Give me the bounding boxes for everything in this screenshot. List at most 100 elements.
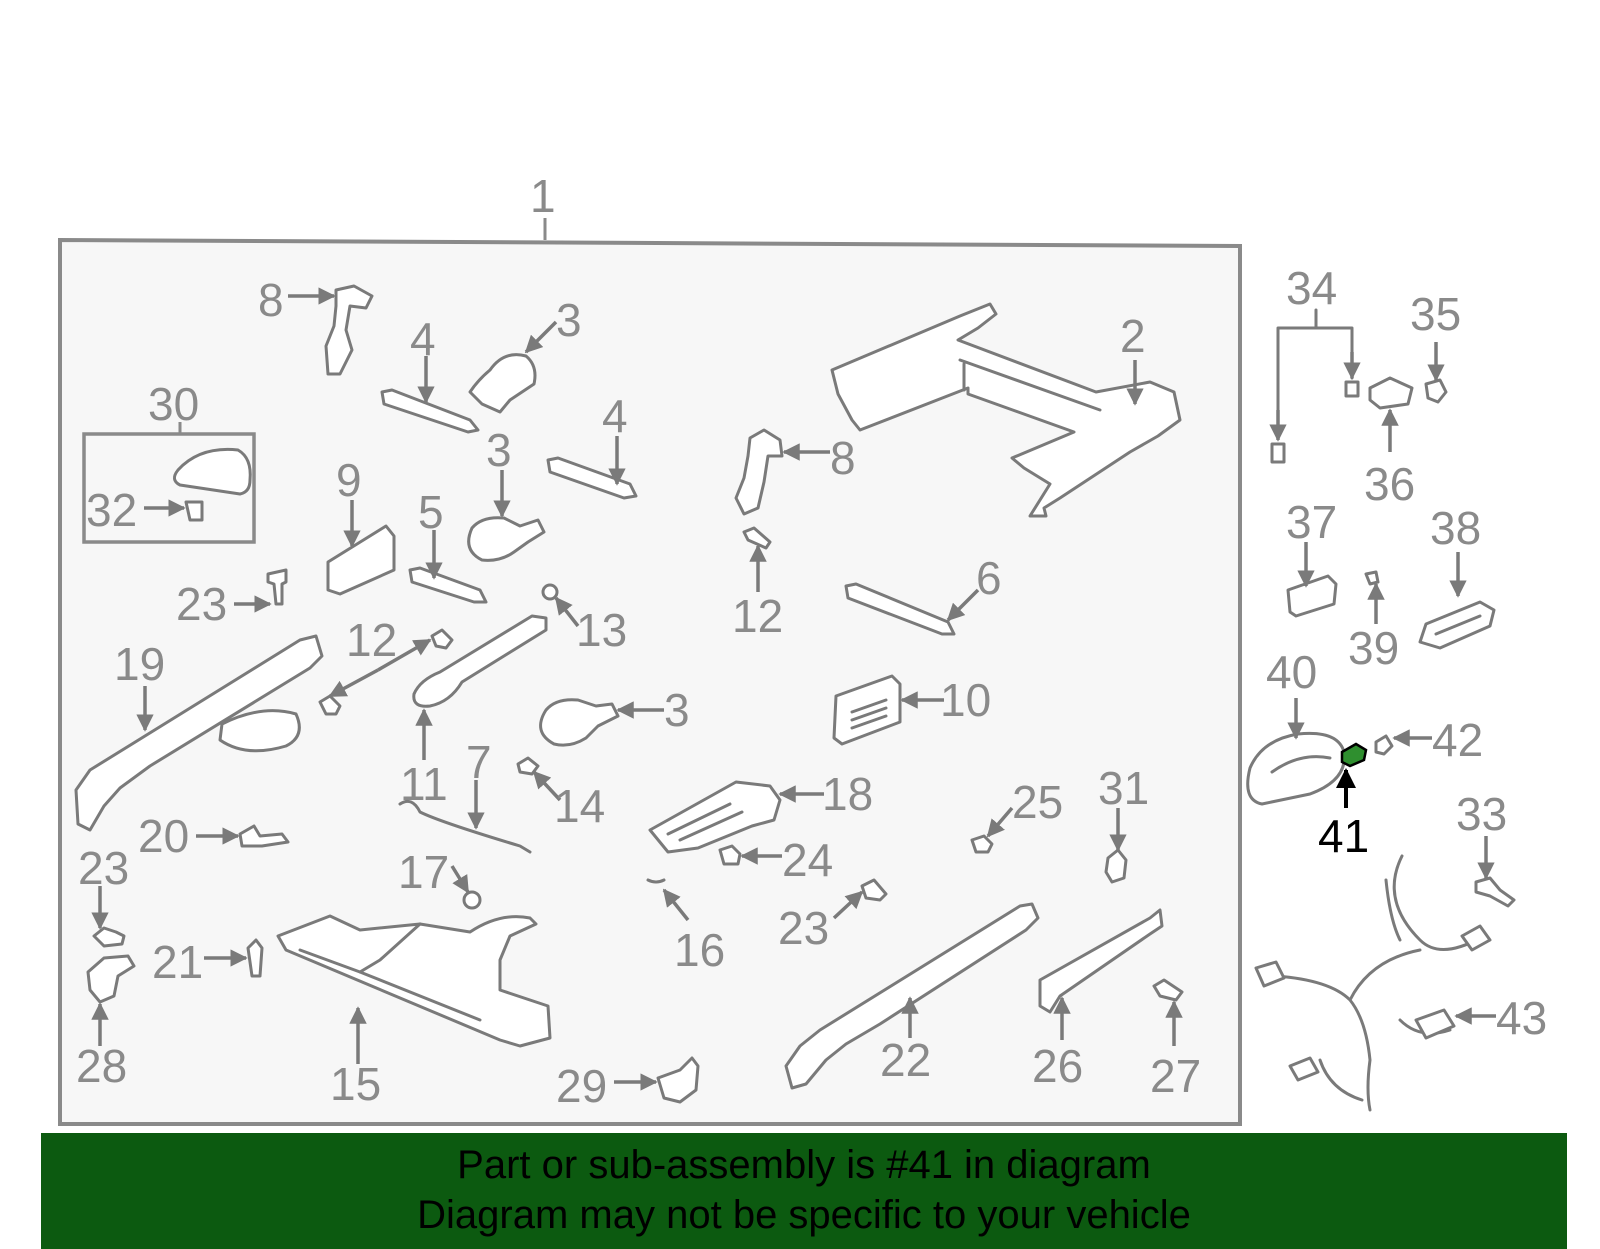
part-17-grommet	[462, 890, 482, 910]
callout-4b: 4	[602, 390, 628, 442]
part-30-box	[82, 432, 256, 544]
callout-9: 9	[336, 454, 362, 506]
callout-36: 36	[1364, 458, 1415, 510]
callout-3c: 3	[664, 684, 690, 736]
callout-4a: 4	[410, 313, 436, 365]
part-27-bolt	[1152, 978, 1184, 1002]
callout-2: 2	[1120, 310, 1146, 362]
callout-34-bracket	[1276, 308, 1354, 440]
callout-32: 32	[86, 484, 137, 536]
callout-31: 31	[1098, 762, 1149, 814]
part-13-ring	[541, 583, 559, 601]
callout-8b: 8	[830, 432, 856, 484]
part-12-bolt-a	[318, 694, 342, 716]
callout-42: 42	[1432, 714, 1483, 766]
part-16-washer	[646, 878, 666, 884]
part-29-bracket	[656, 1056, 700, 1104]
callout-14: 14	[554, 780, 605, 832]
callout-34: 34	[1286, 262, 1337, 314]
callout-16: 16	[674, 924, 725, 976]
callout-23b: 23	[78, 842, 129, 894]
part-18-cover	[648, 780, 782, 854]
callout-14-arrow	[532, 770, 562, 802]
part-4-rod-left	[380, 388, 480, 434]
callout-12b: 12	[732, 590, 783, 642]
callout-41: 41	[1318, 810, 1369, 862]
part-32-clip	[184, 500, 204, 522]
part-19-plate	[218, 709, 301, 753]
callout-33: 33	[1456, 788, 1507, 840]
callout-3b: 3	[486, 424, 512, 476]
part-34-clip-left	[1270, 442, 1286, 464]
callout-6-arrow	[946, 588, 980, 622]
assembly-panel	[58, 237, 1242, 1126]
part-19-rail	[74, 634, 324, 832]
banner-line-2: Diagram may not be specific to your vehi…	[417, 1193, 1191, 1237]
part-21-pin	[246, 938, 264, 978]
part-10-switch-detail	[850, 698, 888, 730]
callout-6: 6	[976, 552, 1002, 604]
callout-23c: 23	[778, 902, 829, 954]
part-34-clip-right	[1344, 380, 1360, 398]
callout-7: 7	[466, 736, 492, 788]
part-3-motor-top	[468, 353, 537, 414]
part-23-screw-a	[266, 568, 288, 606]
part-43-connector-c	[1414, 1008, 1456, 1040]
callout-27: 27	[1150, 1050, 1201, 1102]
callout-12a-arrow-right	[377, 638, 432, 672]
part-40-handle	[1246, 731, 1346, 806]
part-33-clip	[1474, 876, 1516, 908]
part-12-bolt-c	[742, 526, 772, 550]
callout-38: 38	[1430, 502, 1481, 554]
callout-5: 5	[418, 486, 444, 538]
callout-25: 25	[1012, 776, 1063, 828]
part-22-rail	[784, 902, 1040, 1090]
part-2-track-assy	[830, 302, 1182, 518]
callout-37: 37	[1286, 496, 1337, 548]
part-11-strut	[412, 614, 548, 708]
part-3-motor-mid	[467, 516, 546, 562]
part-7-cable	[398, 799, 532, 854]
part-28-bracket	[86, 954, 136, 1004]
callout-16-arrow	[662, 888, 690, 922]
part-12-bolt-b	[430, 628, 454, 650]
callout-21: 21	[152, 936, 203, 988]
part-36-cover	[1368, 376, 1414, 410]
part-42-clip	[1374, 734, 1394, 756]
callout-3a: 3	[556, 294, 582, 346]
callout-17-arrow	[450, 865, 470, 894]
callout-17: 17	[398, 846, 449, 898]
part-14-nut	[516, 756, 540, 776]
part-6-rod	[844, 582, 956, 636]
banner-line-1: Part or sub-assembly is #41 in diagram	[457, 1143, 1151, 1187]
part-39-screw	[1364, 570, 1380, 586]
callout-3a-arrow	[524, 320, 558, 354]
part-43-connector-a	[1254, 960, 1286, 988]
part-25-nut	[970, 834, 994, 854]
part-40-handle-detail	[1270, 755, 1332, 774]
callout-15: 15	[330, 1058, 381, 1110]
part-37-trim	[1286, 574, 1338, 618]
part-26-rail	[1038, 908, 1164, 1014]
callout-13-arrow	[554, 596, 580, 628]
part-38-handle-detail	[1434, 614, 1482, 636]
part-20-clip	[238, 824, 290, 848]
part-8-right	[734, 428, 784, 516]
callout-19: 19	[114, 638, 165, 690]
callout-43: 43	[1496, 992, 1547, 1044]
part-2-crossbar	[958, 358, 1102, 412]
callout-12a: 12	[346, 614, 397, 666]
callout-23a: 23	[176, 578, 227, 630]
callout-22: 22	[880, 1034, 931, 1086]
callout-12a-arrow-left	[328, 668, 379, 698]
callout-30: 30	[148, 378, 199, 430]
callout-10: 10	[940, 674, 991, 726]
callout-1: 1	[530, 170, 556, 222]
callout-20: 20	[138, 810, 189, 862]
callout-23c-arrow	[832, 890, 864, 920]
part-35-clip	[1424, 378, 1448, 404]
callout-18: 18	[822, 768, 873, 820]
callout-28: 28	[76, 1040, 127, 1092]
part-41-highlighted[interactable]	[1340, 742, 1368, 768]
